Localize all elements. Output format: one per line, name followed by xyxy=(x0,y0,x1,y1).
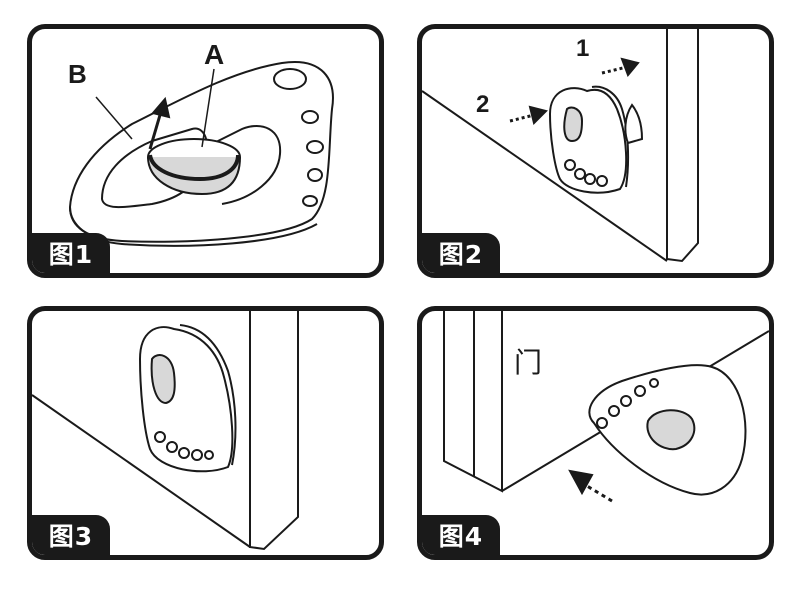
door-edge xyxy=(666,29,699,263)
label-door: 门 xyxy=(514,346,543,379)
label-step-2: 2 xyxy=(476,91,490,118)
doorstop-mounted xyxy=(138,326,234,473)
door-edge xyxy=(249,311,299,551)
panel-figure-4: 门 图4 xyxy=(417,306,774,560)
panel-figure-1: B A 图1 xyxy=(27,24,384,278)
panel-figure-2: 1 2 图2 xyxy=(417,24,774,278)
label-step-1: 1 xyxy=(576,35,590,62)
mount-doorstop-illustration xyxy=(422,29,699,263)
rubber-piece xyxy=(624,103,644,145)
figure-caption: 图4 xyxy=(422,515,500,555)
doorstop-base xyxy=(68,61,334,243)
doorstop-mounted xyxy=(548,87,628,194)
label-part-b: B xyxy=(68,59,87,89)
figure-caption: 图2 xyxy=(422,233,500,273)
label-part-a: A xyxy=(204,39,225,70)
doorstop-parts-illustration xyxy=(68,61,334,247)
figure-caption: 图3 xyxy=(32,515,110,555)
panel-figure-3: 图3 xyxy=(27,306,384,560)
doorstop-on-door-illustration xyxy=(32,311,299,551)
figure-caption: 图1 xyxy=(32,233,110,273)
door-stopped-illustration xyxy=(443,311,769,503)
